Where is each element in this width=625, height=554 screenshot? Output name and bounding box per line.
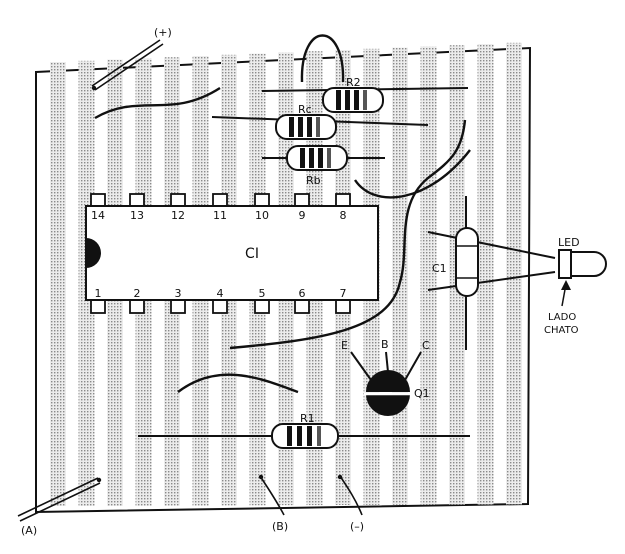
ic-pin [90, 298, 106, 314]
ic-pin-number: 14 [91, 209, 105, 222]
pin-e-label: E [341, 339, 348, 352]
led-label: LED [558, 236, 580, 249]
lead-plus [91, 39, 164, 91]
terminal-leads [17, 39, 363, 522]
ic-label: CI [245, 246, 259, 262]
ic-pin-number: 2 [134, 287, 141, 300]
terminal-plus-label: (+) [154, 26, 172, 39]
ic-pin-number: 7 [340, 287, 347, 300]
ic-pin [170, 298, 186, 314]
ic-body [85, 205, 379, 301]
terminal-b-label: (B) [272, 520, 288, 533]
capacitor-c1: C1 [432, 196, 479, 350]
resistor-r1 [271, 423, 339, 449]
rc-label: Rc [298, 103, 312, 116]
ic-pin-number: 13 [130, 209, 144, 222]
ic-pin-number: 10 [255, 209, 269, 222]
ic-pin [212, 298, 228, 314]
resistor-r2 [322, 87, 384, 113]
r2-label: R2 [346, 76, 361, 89]
ic-pin-number: 1 [95, 287, 102, 300]
led: LED LADO CHATO [544, 236, 607, 336]
ic-pin [294, 298, 310, 314]
jumper-rb-to-right [354, 149, 471, 199]
ic-pin-number: 4 [217, 287, 224, 300]
ic-pin-number: 6 [299, 287, 306, 300]
resistor-rc [275, 114, 337, 140]
pin-b-label: B [381, 338, 389, 351]
ic-pin-number: 3 [175, 287, 182, 300]
copper-strip [50, 62, 66, 506]
rb-label: Rb [306, 174, 321, 187]
ic-bottom-pin-numbers: 1 2 3 4 5 6 7 [95, 287, 347, 300]
q1-label: Q1 [414, 387, 430, 400]
transistor-q1: E B C Q1 [341, 338, 430, 416]
terminal-minus-label: (–) [350, 520, 364, 533]
pin-c-label: C [422, 339, 430, 352]
ic-pin-number: 5 [259, 287, 266, 300]
terminal-a-label: (A) [21, 524, 37, 537]
flat-side-label-line1: LADO [548, 312, 576, 323]
jumper-top-left [94, 86, 221, 120]
ic-pin-number: 9 [299, 209, 306, 222]
ic-pin [254, 298, 270, 314]
jumper-ci-to-c1 [229, 119, 467, 350]
ic-notch [86, 238, 101, 268]
ic-top-pin-numbers: 14 13 12 11 10 9 8 [91, 209, 347, 222]
copper-strip [477, 44, 494, 505]
ic-pin-number: 12 [171, 209, 185, 222]
lead-a [17, 477, 101, 522]
ic-pin [335, 298, 351, 314]
c1-label: C1 [432, 262, 447, 275]
ic-pin-number: 11 [213, 209, 227, 222]
r1-label: R1 [300, 412, 315, 425]
wire-jumpers [94, 34, 471, 394]
resistor-rb [286, 145, 348, 171]
copper-strip [420, 46, 437, 505]
flat-side-label-line2: CHATO [544, 325, 579, 336]
jumper-middle [177, 373, 299, 394]
jumper-r2-loop [300, 34, 345, 83]
copper-strip [506, 42, 522, 505]
ic-pin [129, 298, 145, 314]
ic-pin-number: 8 [340, 209, 347, 222]
